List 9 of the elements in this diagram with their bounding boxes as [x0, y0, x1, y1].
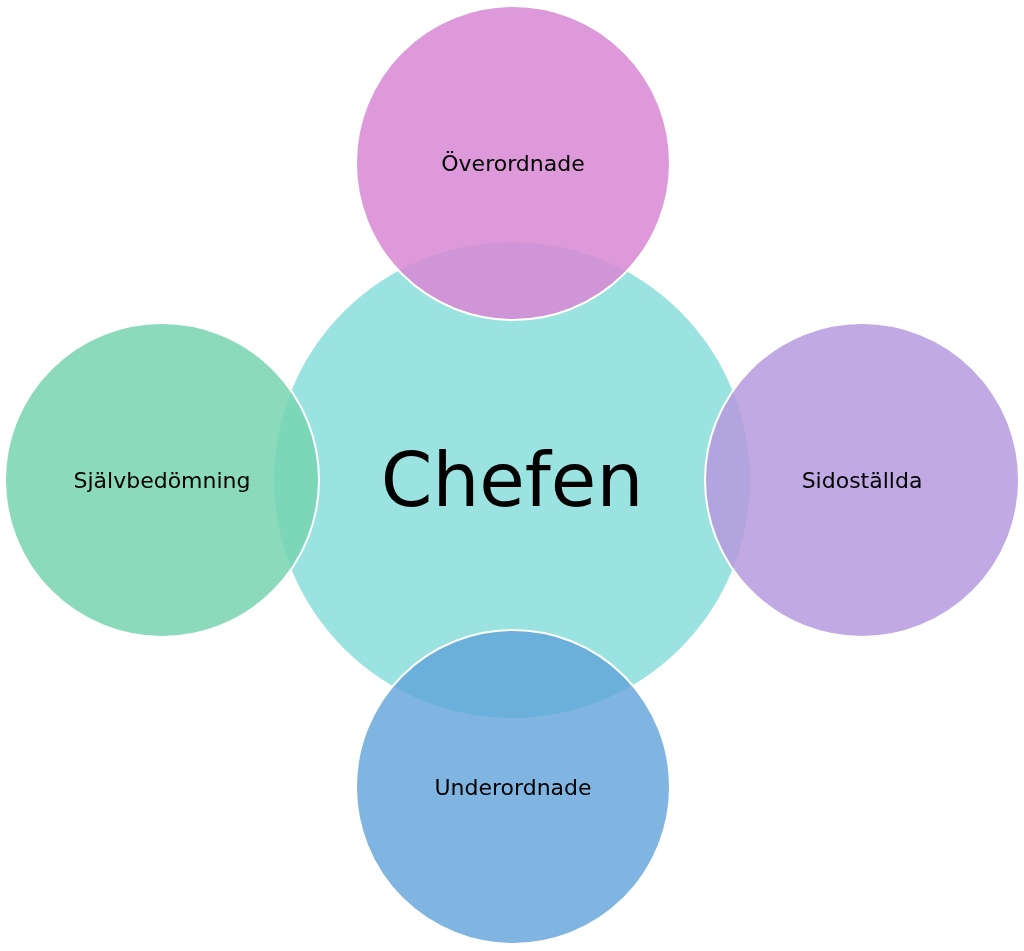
- node-label: Sidoställda: [801, 467, 923, 493]
- center-title: Chefen: [380, 437, 644, 523]
- circle-node: [704, 322, 1020, 638]
- circle-node: [4, 322, 320, 638]
- node-label: Självbedömning: [73, 467, 251, 493]
- circle-node: [355, 5, 671, 321]
- circle-node: [355, 629, 671, 945]
- node-label: Underordnade: [434, 774, 592, 800]
- node-label: Överordnade: [441, 150, 585, 176]
